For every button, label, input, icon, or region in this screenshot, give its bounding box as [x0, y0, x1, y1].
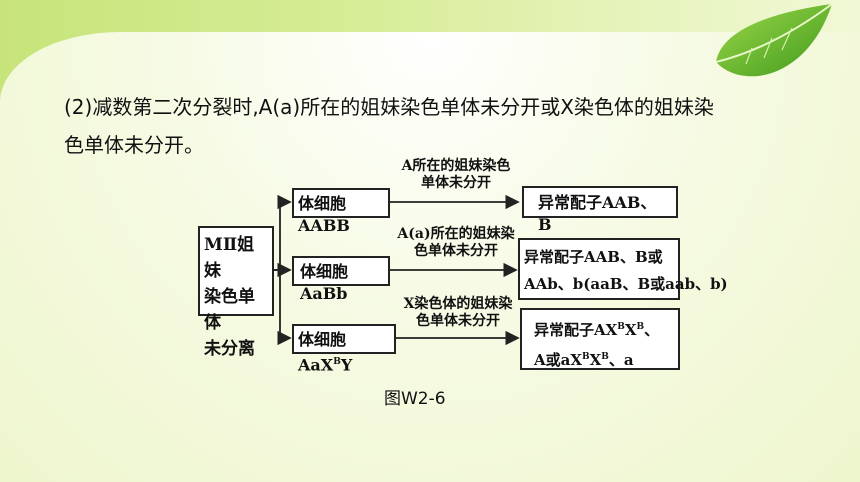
paragraph-line-1: (2)减数第二次分裂时,A(a)所在的姐妹染色单体未分开或X染色体的姐妹染 — [64, 95, 714, 119]
condition-label-3: X染色体的姐妹染 色单体未分开 — [396, 296, 520, 330]
condition-line: 色单体未分开 — [414, 243, 498, 259]
cell-box-1: 体细胞AABB — [292, 188, 390, 235]
cell-label: 体细胞AaX — [298, 330, 347, 375]
result-box-1: 异常配子AAB、B — [522, 186, 678, 234]
figure-caption: 图W2-6 — [384, 389, 446, 409]
condition-line: X染色体的姐妹染 — [403, 296, 513, 312]
cell-label-sup: B — [333, 357, 341, 367]
source-box: MⅡ姐妹 染色单体 未分离 — [198, 226, 274, 359]
condition-label-2: A(a)所在的姐妹染 色单体未分开 — [392, 226, 520, 260]
cell-label: 体细胞AaBb — [300, 262, 349, 303]
source-line-1: MⅡ姐妹 — [204, 235, 255, 281]
result-text: 异常配子AXBXB、 — [534, 321, 660, 339]
paragraph-line-2: 色单体未分开。 — [64, 133, 204, 157]
result-text: 异常配子AAB、B — [538, 193, 657, 234]
cell-box-2: 体细胞AaBb — [292, 256, 390, 303]
condition-line: A(a)所在的姐妹染 — [397, 226, 515, 242]
slide-body — [0, 32, 860, 482]
condition-line: 色单体未分开 — [416, 313, 500, 329]
result-box-3: 异常配子AXBXB、 A或aXBXB、a — [520, 308, 680, 370]
condition-line: A所在的姐妹染色 — [401, 158, 511, 174]
result-text: A或aXBXB、a — [534, 351, 634, 369]
condition-label-1: A所在的姐妹染色 单体未分开 — [392, 158, 520, 192]
cell-label: 体细胞AABB — [298, 194, 350, 235]
leaf-icon — [715, 3, 833, 77]
condition-line: 单体未分开 — [421, 175, 491, 191]
source-line-2: 染色单体 — [204, 287, 255, 333]
branch-connector — [272, 194, 292, 271]
branch-connector — [277, 270, 292, 346]
result-text: 异常配子AAB、B或 — [524, 248, 663, 266]
result-box-2: 异常配子AAB、B或 AAb、b(aaB、B或aab、b) — [518, 238, 728, 300]
cell-box-3: 体细胞AaXBY — [292, 324, 396, 374]
explanation-paragraph: (2)减数第二次分裂时,A(a)所在的姐妹染色单体未分开或X染色体的姐妹染 色单… — [64, 88, 804, 164]
source-line-3: 未分离 — [204, 339, 255, 359]
cell-label-suffix: Y — [340, 355, 353, 375]
result-text: AAb、b(aaB、B或aab、b) — [524, 275, 728, 293]
